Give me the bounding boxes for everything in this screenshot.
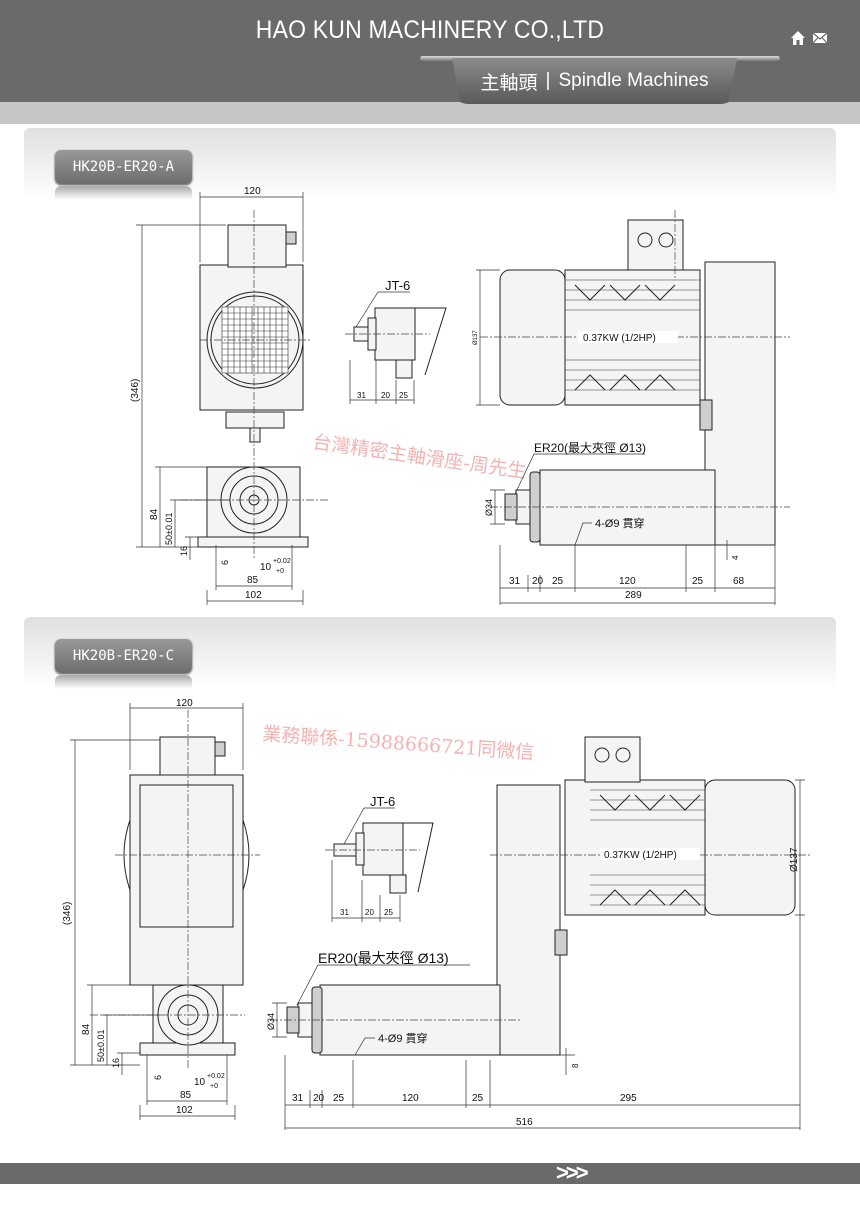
dim-84: 84 (149, 508, 160, 520)
dim-width: 120 (244, 186, 261, 197)
category-separator: | (545, 70, 551, 91)
home-icon[interactable] (790, 30, 806, 46)
dim-width: 120 (176, 698, 193, 709)
side-dim: 295 (620, 1093, 637, 1104)
model-label-reflection (55, 675, 192, 689)
tolerance-upper: +0.02 (273, 558, 291, 565)
side-total: 289 (625, 590, 642, 601)
side-view-a: Ø137 0.37KW (1/2HP) ER20(最大夾徑 Ø13) Ø34 4… (473, 210, 790, 605)
dim-31: 31 (357, 391, 366, 400)
nose-diameter: Ø34 (266, 1013, 276, 1030)
dim-16: 16 (111, 1058, 121, 1068)
dim-102: 102 (245, 590, 262, 601)
mount-holes: 4-Ø9 貫穿 (595, 516, 645, 530)
side-dim: 120 (619, 576, 636, 587)
category-en: Spindle Machines (558, 70, 709, 91)
model-label-a: HK20B-ER20-A (55, 150, 192, 184)
motor-diameter: Ø137 (789, 847, 800, 872)
tolerance-upper: +0.02 (207, 1073, 225, 1080)
side-dim: 31 (509, 576, 521, 587)
dim-6: 6 (220, 560, 230, 565)
dim-85: 85 (247, 575, 259, 586)
company-title: HAO KUN MACHINERY CO.,LTD (255, 16, 605, 44)
dim-10: 10 (260, 562, 272, 573)
tolerance-lower: +0 (276, 568, 284, 575)
side-dim: 31 (292, 1093, 304, 1104)
model-label-reflection (55, 186, 192, 200)
dim-85: 85 (180, 1090, 192, 1101)
side-dim: 25 (333, 1093, 345, 1104)
side-view-c: Ø137 0.37KW (1/2HP) ER20(最大夾徑 Ø13) Ø34 4… (266, 736, 810, 1130)
footer-bar (0, 1163, 860, 1184)
side-dim: 120 (402, 1093, 419, 1104)
offset-dim: 8 (571, 1063, 580, 1068)
collet-spec: ER20(最大夾徑 Ø13) (534, 441, 646, 455)
watermark: 業務聯係-15988666721同微信 (262, 723, 535, 764)
side-dim: 25 (552, 576, 564, 587)
dim-31: 31 (340, 908, 349, 917)
dim-height: (346) (130, 379, 141, 402)
model-label-c: HK20B-ER20-C (55, 639, 192, 673)
jt6-detail-c: JT-6 31 20 25 (325, 794, 434, 922)
dim-25: 25 (399, 391, 408, 400)
collet-spec: ER20(最大夾徑 Ø13) (318, 950, 449, 966)
dim-25: 25 (384, 908, 393, 917)
tolerance-lower: +0 (210, 1083, 218, 1090)
watermark: 台灣精密主軸滑座-周先生 (311, 431, 527, 483)
dim-height: (346) (62, 902, 73, 925)
motor-power: 0.37KW (1/2HP) (583, 333, 656, 344)
side-dim: 20 (532, 576, 544, 587)
dim-20: 20 (381, 391, 390, 400)
side-total: 516 (516, 1117, 533, 1128)
dim-84: 84 (81, 1023, 92, 1035)
nose-diameter: Ø34 (484, 499, 494, 516)
side-dim: 20 (313, 1093, 325, 1104)
side-dim: 25 (472, 1093, 484, 1104)
dim-50: 50±0.01 (96, 1030, 106, 1062)
dim-10: 10 (194, 1077, 206, 1088)
dim-102: 102 (176, 1105, 193, 1116)
front-view-c: 120 (346) 84 50±0.01 16 6 10 +0.02 +0 85… (62, 698, 260, 1120)
jt6-label: JT-6 (370, 794, 395, 809)
side-dim: 25 (692, 576, 704, 587)
jt6-label: JT-6 (385, 278, 410, 293)
side-dim: 68 (733, 576, 745, 587)
category-tab: 主軸頭 | Spindle Machines (452, 58, 737, 104)
mount-holes: 4-Ø9 貫穿 (378, 1031, 428, 1045)
mail-icon[interactable] (812, 30, 828, 46)
jt6-detail-a: JT-6 31 20 25 (345, 278, 447, 404)
header-icons (790, 30, 828, 46)
dim-20: 20 (365, 908, 374, 917)
motor-diameter: Ø137 (473, 330, 479, 345)
header-strip (0, 102, 860, 124)
front-view-a: 120 (346) 84 50±0.01 16 6 10 +0.02 +0 85… (130, 186, 330, 605)
motor-power: 0.37KW (1/2HP) (604, 850, 677, 861)
category-zh: 主軸頭 (480, 72, 538, 94)
dim-6: 6 (153, 1075, 163, 1080)
offset-dim: 4 (731, 555, 740, 560)
dim-50: 50±0.01 (164, 513, 174, 545)
dim-16: 16 (179, 546, 189, 556)
next-page-arrows[interactable]: >>> (556, 1160, 589, 1185)
